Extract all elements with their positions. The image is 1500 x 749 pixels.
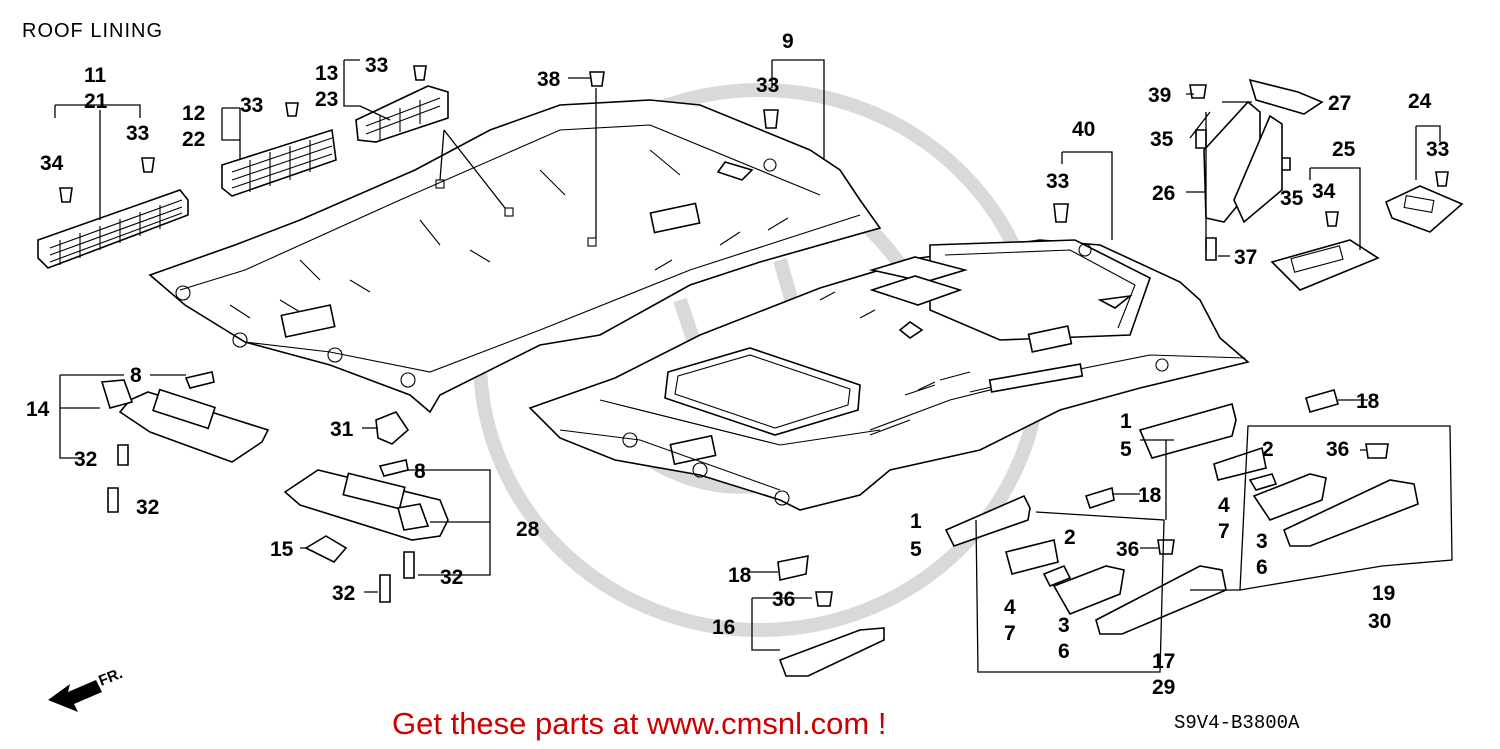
- callout-22: 22: [182, 128, 205, 151]
- callout-16: 16: [712, 616, 735, 639]
- callout-2: 2: [1064, 526, 1076, 549]
- callout-11: 11: [84, 64, 107, 87]
- roof-lining-rear[interactable]: [528, 239, 1250, 511]
- sun-visor-right[interactable]: [283, 469, 449, 541]
- sun-visor-left[interactable]: [100, 379, 270, 463]
- callout-33: 33: [240, 94, 263, 117]
- map-light-assembly[interactable]: [1203, 78, 1464, 291]
- callout-5: 5: [910, 538, 922, 561]
- callout-33: 33: [1046, 170, 1069, 193]
- callout-4: 4: [1004, 596, 1016, 619]
- callout-32: 32: [74, 448, 97, 471]
- callout-7: 7: [1004, 622, 1016, 645]
- callout-19: 19: [1372, 582, 1395, 605]
- callout-18: 18: [1356, 390, 1380, 413]
- callout-8: 8: [130, 364, 142, 387]
- callout-6: 6: [1058, 640, 1070, 663]
- callout-18: 18: [728, 564, 752, 587]
- callout-5: 5: [1120, 438, 1132, 461]
- callout-33: 33: [756, 74, 779, 97]
- callout-3: 3: [1256, 530, 1268, 553]
- callout-17: 17: [1152, 650, 1175, 673]
- callout-6: 6: [1256, 556, 1268, 579]
- callout-2: 2: [1262, 438, 1274, 461]
- callout-7: 7: [1218, 520, 1230, 543]
- callout-30: 30: [1368, 610, 1391, 633]
- grab-handle-front[interactable]: [777, 555, 885, 677]
- callout-23: 23: [315, 88, 338, 111]
- callout-25: 25: [1332, 138, 1356, 161]
- callout-26: 26: [1152, 182, 1175, 205]
- callout-33: 33: [365, 54, 388, 77]
- clip-fasteners: [59, 65, 1449, 607]
- grab-handle-rear-right[interactable]: [1138, 389, 1419, 547]
- front-label: FR.: [96, 665, 125, 690]
- callout-37: 37: [1234, 246, 1257, 269]
- callout-34: 34: [40, 152, 64, 175]
- callout-8: 8: [414, 460, 426, 483]
- promo-link[interactable]: Get these parts at www.cmsnl.com !: [392, 706, 886, 741]
- visor-hooks: [184, 371, 410, 563]
- callout-27: 27: [1328, 92, 1351, 115]
- callout-13: 13: [315, 62, 338, 85]
- callout-39: 39: [1148, 84, 1171, 107]
- roof-trim-front[interactable]: [37, 189, 189, 269]
- diagram-code: S9V4-B3800A: [1174, 712, 1300, 734]
- callout-32: 32: [136, 496, 159, 519]
- callout-3: 3: [1058, 614, 1070, 637]
- callout-35: 35: [1280, 187, 1304, 210]
- callout-15: 15: [270, 538, 294, 561]
- callout-1: 1: [1120, 410, 1132, 433]
- callout-29: 29: [1152, 676, 1175, 699]
- callout-36: 36: [1326, 438, 1349, 461]
- diagram-title: ROOF LINING: [22, 20, 163, 42]
- callout-14: 14: [26, 398, 50, 421]
- callout-24: 24: [1408, 90, 1432, 113]
- callout-32: 32: [440, 566, 463, 589]
- callout-36: 36: [772, 588, 795, 611]
- front-direction-arrow: FR.: [48, 665, 125, 712]
- roof-trim-rear[interactable]: [355, 85, 449, 143]
- callout-35: 35: [1150, 128, 1174, 151]
- callout-4: 4: [1218, 494, 1230, 517]
- callout-9: 9: [782, 30, 794, 53]
- callout-33: 33: [126, 122, 149, 145]
- callout-36: 36: [1116, 538, 1139, 561]
- callout-40: 40: [1072, 118, 1095, 141]
- callouts: 9 11 21 33 34 12 22 33 13 23 33 38 33 40…: [26, 30, 1449, 699]
- roof-trim-center[interactable]: [221, 128, 337, 197]
- callout-33: 33: [1426, 138, 1449, 161]
- roof-lining-front[interactable]: [148, 99, 882, 414]
- callout-21: 21: [84, 90, 108, 113]
- callout-1: 1: [910, 510, 922, 533]
- callout-38: 38: [537, 68, 561, 91]
- callout-32: 32: [332, 582, 355, 605]
- callout-18: 18: [1138, 484, 1162, 507]
- leader-lines: [54, 59, 1453, 673]
- callout-28: 28: [516, 518, 540, 541]
- callout-31: 31: [330, 418, 354, 441]
- callout-12: 12: [182, 102, 205, 125]
- callout-34: 34: [1312, 180, 1336, 203]
